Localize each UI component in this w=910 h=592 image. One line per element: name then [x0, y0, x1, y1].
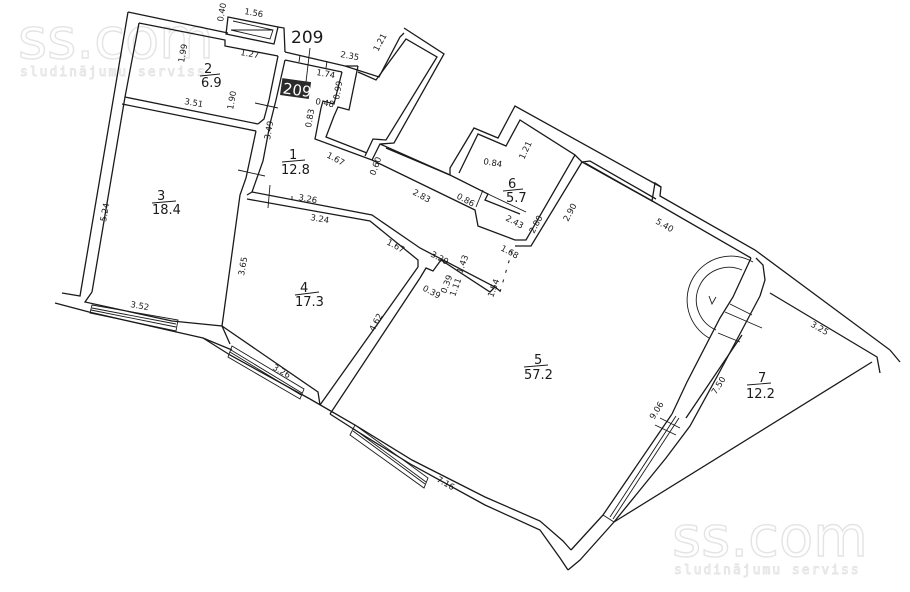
room-label-4: 4 17.3	[294, 281, 324, 310]
dim-label: 1.27	[239, 48, 259, 61]
dim-label: 1.74	[315, 68, 335, 81]
dim-label: 5.40	[654, 217, 675, 235]
dim-label: 1.21	[372, 32, 390, 53]
dim-label: 1.90	[226, 90, 239, 110]
svg-text:209: 209	[282, 79, 313, 101]
room-label-6: 6 5.7	[502, 177, 527, 206]
dim-label: 0.99	[332, 80, 345, 100]
watermark-brand: ss.com	[672, 505, 868, 570]
room-area: 12.8	[281, 163, 310, 178]
dim-label: 0.39	[421, 284, 442, 302]
room-number: 1	[289, 148, 297, 163]
dim-label: 2.43	[504, 214, 525, 232]
walls	[54, 11, 901, 571]
dim-label: 1.21	[518, 140, 535, 161]
room-number: 6	[508, 177, 516, 192]
dim-label: 1.67	[385, 238, 406, 256]
dim-label: 3.49	[263, 120, 276, 140]
dim-label: 2.83	[411, 188, 432, 206]
room-label-1: 1 12.8	[281, 148, 310, 178]
dim-label: 3.29	[429, 250, 450, 268]
dim-label: 3.25	[809, 320, 830, 338]
room-label-5: 5 57.2	[523, 353, 553, 383]
dim-label: 2.80	[528, 214, 546, 235]
dim-label: 1.56	[243, 7, 263, 20]
room-number: 7	[758, 371, 766, 386]
dim-label: 3.51	[183, 97, 203, 110]
dim-label: 3.52	[129, 300, 149, 313]
room-area: 17.3	[295, 295, 324, 310]
room-number: 3	[157, 189, 165, 204]
room-area: 12.2	[746, 387, 775, 402]
dim-label: 1.54	[486, 278, 502, 299]
watermark-top-left: ss.com sludinājumu serviss	[17, 6, 214, 80]
watermark-tagline: sludinājumu serviss	[20, 65, 207, 80]
dim-label: 1.67	[325, 151, 346, 169]
room-area: 57.2	[524, 368, 553, 383]
dim-label: 0.83	[304, 108, 317, 128]
dim-label: 1.43	[455, 254, 471, 275]
dim-label: 4.62	[368, 312, 386, 333]
room-label-7: 7 12.2	[746, 371, 775, 402]
dim-label: 2.35	[339, 50, 359, 63]
dim-label: 3.65	[237, 256, 250, 276]
room-area: 6.9	[201, 76, 222, 91]
dim-label: 5.24	[99, 202, 112, 222]
room-label-2: 2 6.9	[199, 62, 222, 91]
dim-label: 0.86	[455, 192, 476, 210]
apartment-number-label: 209	[291, 28, 323, 48]
room-area: 5.7	[506, 191, 527, 206]
room-area: 18.4	[152, 203, 181, 218]
dim-label: 0.48	[314, 97, 334, 110]
room-label-3: 3 18.4	[151, 189, 181, 218]
dim-label: 0.40	[216, 2, 229, 22]
watermark-bottom-right: ss.com sludinājumu serviss	[671, 504, 868, 578]
apartment-number-box: 209	[280, 78, 313, 101]
dim-label: 0.84	[482, 157, 502, 170]
dim-label: 3.26	[297, 193, 317, 206]
dim-label: 1.99	[177, 43, 190, 63]
watermark-tagline: sludinājumu serviss	[674, 563, 861, 578]
dim-label: 3.24	[309, 213, 329, 226]
dim-label: 2.90	[562, 202, 580, 223]
room-number: 2	[204, 62, 212, 77]
dim-label: 7.16	[435, 475, 456, 493]
room-number: 4	[300, 281, 308, 296]
dim-label: 9.06	[648, 400, 667, 421]
watermark-brand: ss.com	[18, 7, 214, 72]
room-number: 5	[534, 353, 542, 368]
